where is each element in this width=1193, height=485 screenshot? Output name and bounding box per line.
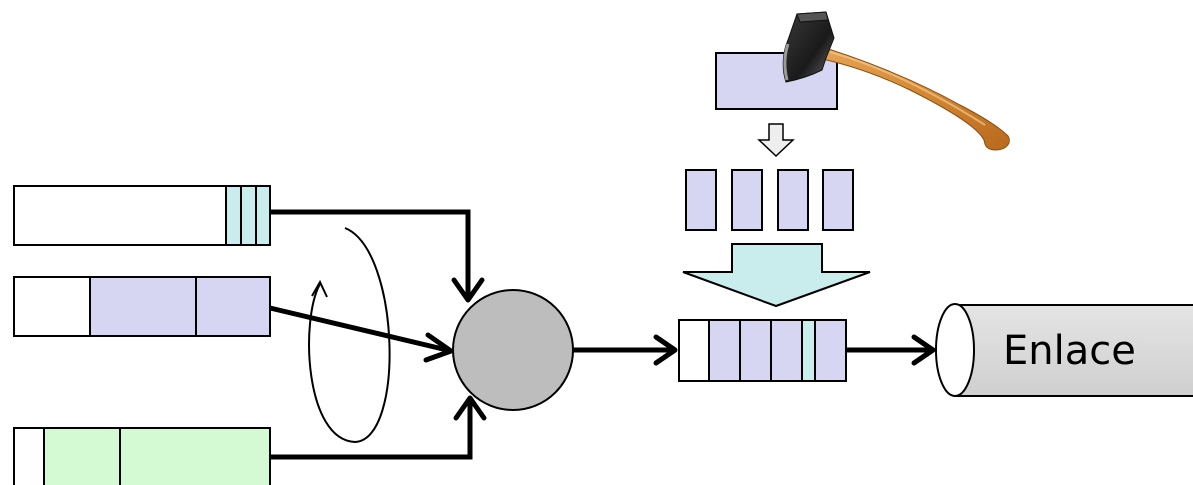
- fragment: [685, 169, 717, 231]
- scheduler-circle: [452, 289, 574, 411]
- scheduler-to-output-arrow: [573, 334, 678, 366]
- link-cylinder: Enlace: [935, 303, 1193, 397]
- arrowhead: [423, 332, 454, 363]
- input-queue-1: [13, 185, 271, 246]
- queue-1-packet: [225, 185, 242, 246]
- output-to-link-arrow: [846, 334, 936, 366]
- arrowhead: [451, 277, 485, 303]
- fragment: [731, 169, 763, 231]
- arrow-queue-3: [270, 400, 473, 460]
- queue-to-scheduler-arrows: [269, 209, 487, 460]
- link-label: Enlace: [1003, 328, 1136, 374]
- arrow-queue-2: [269, 305, 448, 353]
- link-cylinder-end: [935, 303, 975, 397]
- arrowhead: [453, 395, 487, 421]
- output-fragment: [814, 319, 847, 382]
- fragment: [777, 169, 809, 231]
- queue-3-packet: [43, 427, 121, 485]
- queue-2-packet: [89, 276, 197, 337]
- queue-1-packet: [240, 185, 257, 246]
- fragments: [685, 169, 854, 231]
- fragment-down-arrow: [757, 123, 795, 158]
- fragments-to-queue-arrow: [682, 243, 871, 308]
- output-fragment: [739, 319, 772, 382]
- fragment: [822, 169, 854, 231]
- input-queue-3: [13, 427, 271, 485]
- axe-icon: [782, 11, 1010, 151]
- arrow-queue-1: [270, 209, 471, 297]
- input-queue-2: [13, 276, 271, 337]
- output-packet-cyan: [801, 319, 816, 382]
- queue-2-packet: [195, 276, 271, 337]
- output-fragment: [708, 319, 741, 382]
- circular-arrow-icon: [308, 227, 391, 444]
- output-queue: [678, 319, 847, 382]
- output-fragment: [770, 319, 803, 382]
- queue-3-packet: [119, 427, 271, 485]
- arrowhead: [911, 334, 936, 366]
- arrowhead: [653, 334, 678, 366]
- queue-1-packet: [255, 185, 271, 246]
